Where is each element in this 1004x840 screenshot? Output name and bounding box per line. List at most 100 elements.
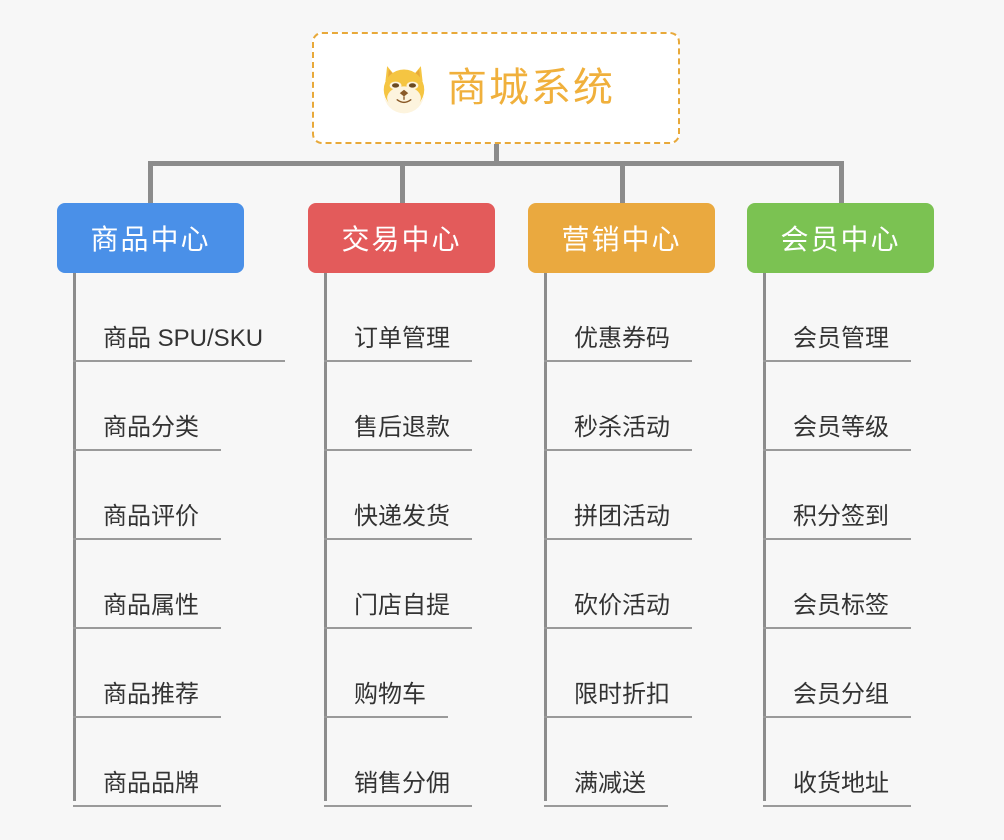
- leaf-underline: 商品属性: [73, 594, 221, 629]
- leaf-underline: 会员标签: [763, 594, 911, 629]
- leaf-label: 商品推荐: [103, 681, 199, 708]
- leaf-underline: 会员分组: [763, 683, 911, 718]
- leaf-item[interactable]: 限时折扣: [528, 629, 715, 718]
- leaf-underline: 秒杀活动: [544, 416, 692, 451]
- connector-drop-3: [620, 161, 625, 205]
- leaf-underline: 快递发货: [324, 505, 472, 540]
- leaf-item[interactable]: 收货地址: [747, 718, 934, 807]
- leaf-label: 会员标签: [793, 592, 889, 619]
- connector-bus: [148, 161, 844, 166]
- leaf-label: 秒杀活动: [574, 414, 670, 441]
- connector-drop-2: [400, 161, 405, 205]
- leaf-item[interactable]: 销售分佣: [308, 718, 495, 807]
- leaf-label: 会员等级: [793, 414, 889, 441]
- leaf-label: 会员管理: [793, 325, 889, 352]
- leaf-label: 门店自提: [354, 592, 450, 619]
- leaf-underline: 会员等级: [763, 416, 911, 451]
- category-column-3: 营销中心 优惠券码 秒杀活动 拼团活动 砍价活动: [528, 203, 715, 807]
- leaf-underline: 商品 SPU/SKU: [73, 325, 286, 362]
- leaf-label: 商品属性: [103, 592, 199, 619]
- leaf-label: 收货地址: [793, 770, 889, 797]
- leaf-item[interactable]: 快递发货: [308, 451, 495, 540]
- leaf-underline: 商品推荐: [73, 683, 221, 718]
- category-header-4[interactable]: 会员中心: [747, 203, 934, 273]
- leaf-label: 拼团活动: [574, 503, 670, 530]
- leaf-list-2: 订单管理 售后退款 快递发货 门店自提 购物车: [308, 273, 495, 807]
- leaf-item[interactable]: 订单管理: [308, 273, 495, 362]
- leaf-item[interactable]: 满减送: [528, 718, 715, 807]
- leaf-label: 限时折扣: [574, 681, 670, 708]
- leaf-list-4: 会员管理 会员等级 积分签到 会员标签 会员分组: [747, 273, 934, 807]
- leaf-item[interactable]: 商品属性: [57, 540, 244, 629]
- leaf-item[interactable]: 购物车: [308, 629, 495, 718]
- leaf-label: 商品 SPU/SKU: [103, 325, 264, 352]
- leaf-label: 优惠券码: [574, 325, 670, 352]
- leaf-underline: 砍价活动: [544, 594, 692, 629]
- category-column-4: 会员中心 会员管理 会员等级 积分签到 会员标签: [747, 203, 934, 807]
- leaf-item[interactable]: 售后退款: [308, 362, 495, 451]
- leaf-item[interactable]: 商品分类: [57, 362, 244, 451]
- leaf-underline: 收货地址: [763, 772, 911, 807]
- leaf-underline: 满减送: [544, 772, 668, 807]
- leaf-item[interactable]: 会员分组: [747, 629, 934, 718]
- leaf-label: 购物车: [354, 681, 426, 708]
- leaf-underline: 商品评价: [73, 505, 221, 540]
- category-spine-3: [544, 273, 547, 801]
- leaf-item[interactable]: 优惠券码: [528, 273, 715, 362]
- leaf-underline: 拼团活动: [544, 505, 692, 540]
- category-column-2: 交易中心 订单管理 售后退款 快递发货 门店自提: [308, 203, 495, 807]
- leaf-item[interactable]: 砍价活动: [528, 540, 715, 629]
- leaf-item[interactable]: 积分签到: [747, 451, 934, 540]
- leaf-label: 销售分佣: [354, 770, 450, 797]
- leaf-underline: 会员管理: [763, 327, 911, 362]
- leaf-item[interactable]: 商品推荐: [57, 629, 244, 718]
- leaf-item[interactable]: 秒杀活动: [528, 362, 715, 451]
- leaf-item[interactable]: 会员标签: [747, 540, 934, 629]
- leaf-item[interactable]: 门店自提: [308, 540, 495, 629]
- leaf-item[interactable]: 商品评价: [57, 451, 244, 540]
- leaf-label: 订单管理: [354, 325, 450, 352]
- leaf-underline: 优惠券码: [544, 327, 692, 362]
- category-header-1-label: 商品中心: [90, 224, 211, 255]
- leaf-underline: 订单管理: [324, 327, 472, 362]
- leaf-underline: 门店自提: [324, 594, 472, 629]
- category-spine-1: [73, 273, 76, 801]
- shiba-dog-face-icon: [383, 66, 425, 114]
- leaf-underline: 销售分佣: [324, 772, 472, 807]
- category-header-2[interactable]: 交易中心: [308, 203, 495, 273]
- leaf-item[interactable]: 拼团活动: [528, 451, 715, 540]
- leaf-underline: 售后退款: [324, 416, 472, 451]
- leaf-item[interactable]: 会员等级: [747, 362, 934, 451]
- category-header-3[interactable]: 营销中心: [528, 203, 715, 273]
- leaf-underline: 商品品牌: [73, 772, 221, 807]
- leaf-underline: 积分签到: [763, 505, 911, 540]
- leaf-label: 满减送: [574, 770, 646, 797]
- leaf-underline: 商品分类: [73, 416, 221, 451]
- leaf-item[interactable]: 商品 SPU/SKU: [57, 273, 286, 362]
- leaf-list-1: 商品 SPU/SKU 商品分类 商品评价 商品属性 商品推荐: [57, 273, 286, 807]
- leaf-underline: 限时折扣: [544, 683, 692, 718]
- root-title: 商城系统: [447, 66, 615, 110]
- leaf-label: 商品评价: [103, 503, 199, 530]
- connector-root-stem: [494, 144, 499, 164]
- category-header-2-label: 交易中心: [341, 224, 462, 255]
- leaf-label: 商品品牌: [103, 770, 199, 797]
- leaf-label: 快递发货: [354, 503, 450, 530]
- category-spine-2: [324, 273, 327, 801]
- leaf-item[interactable]: 会员管理: [747, 273, 934, 362]
- leaf-label: 商品分类: [103, 414, 199, 441]
- leaf-underline: 购物车: [324, 683, 448, 718]
- root-node[interactable]: 商城系统: [312, 32, 680, 144]
- category-header-4-label: 会员中心: [780, 224, 901, 255]
- leaf-label: 积分签到: [793, 503, 889, 530]
- leaf-item[interactable]: 商品品牌: [57, 718, 244, 807]
- category-header-3-label: 营销中心: [561, 224, 682, 255]
- connector-drop-1: [148, 161, 153, 205]
- leaf-label: 砍价活动: [574, 592, 670, 619]
- connector-drop-4: [839, 161, 844, 205]
- category-column-1: 商品中心 商品 SPU/SKU 商品分类 商品评价 商品属性: [57, 203, 286, 807]
- leaf-list-3: 优惠券码 秒杀活动 拼团活动 砍价活动 限时折扣: [528, 273, 715, 807]
- category-header-1[interactable]: 商品中心: [57, 203, 244, 273]
- leaf-label: 会员分组: [793, 681, 889, 708]
